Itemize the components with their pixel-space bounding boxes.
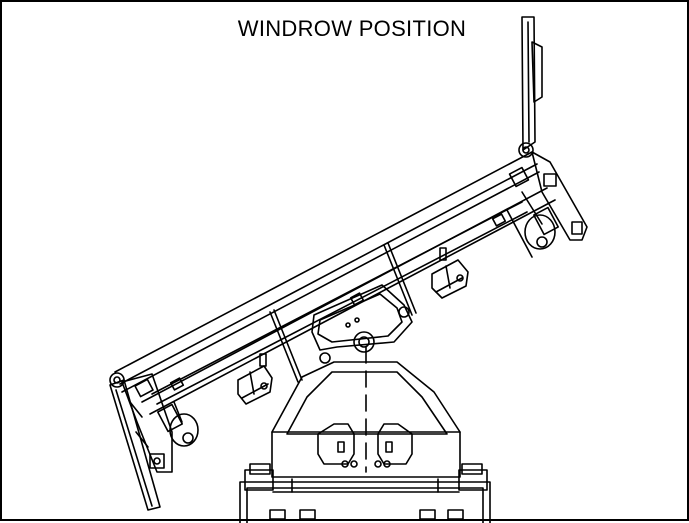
carrier-frame (239, 463, 491, 523)
diagram-title: WINDROW POSITION (237, 16, 467, 41)
mounting-brackets (169, 213, 507, 405)
right-end-assembly (508, 16, 588, 250)
header-bar (114, 151, 556, 415)
center-pivot-plate (311, 284, 413, 364)
pivot-tower (271, 346, 461, 478)
cross-struts (269, 209, 533, 383)
left-end-assembly (109, 372, 199, 511)
